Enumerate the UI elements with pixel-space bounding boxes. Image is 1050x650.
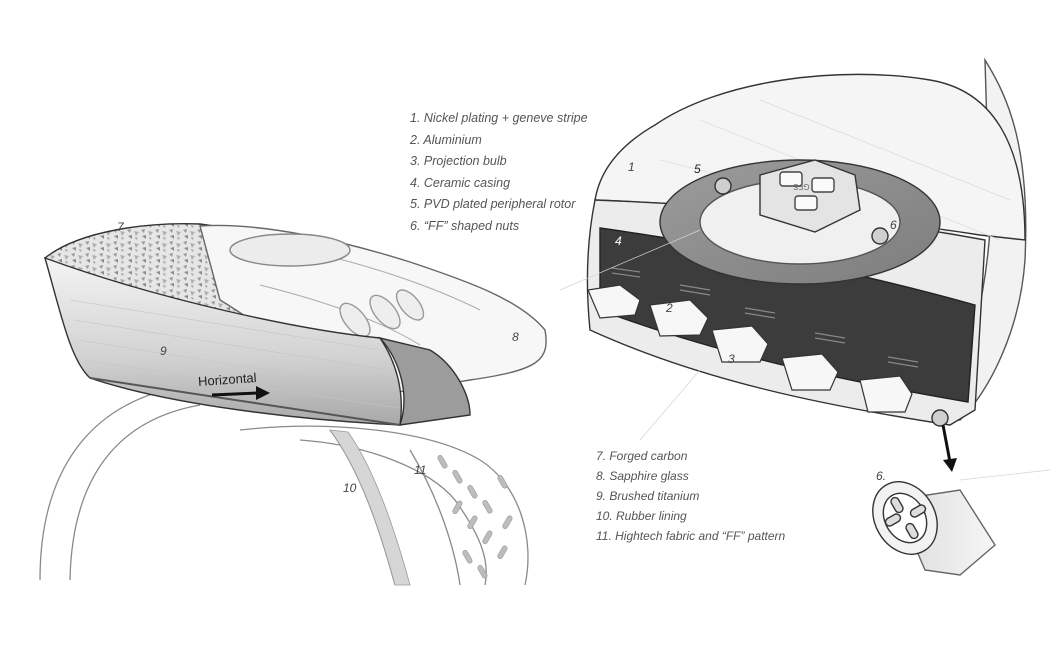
construction-lines bbox=[559, 229, 1050, 481]
legend-item: 9. Brushed titanium bbox=[596, 489, 700, 503]
ff-nut-detail bbox=[872, 481, 996, 576]
brushed-lines bbox=[69, 299, 399, 409]
callout-2: 2 bbox=[666, 301, 673, 315]
callout-5: 5 bbox=[694, 162, 701, 176]
callout-4: 4 bbox=[615, 234, 622, 248]
callout-3: 3 bbox=[728, 352, 735, 366]
rubber-lining bbox=[329, 429, 411, 586]
right-watch-head bbox=[586, 57, 1027, 427]
callout-6: 6 bbox=[890, 218, 897, 232]
lens-grilles bbox=[611, 267, 919, 368]
legend-item: 8. Sapphire glass bbox=[596, 469, 689, 483]
projector-lenses bbox=[587, 284, 913, 413]
legend-item: 5. PVD plated peripheral rotor bbox=[410, 197, 576, 211]
callout-10: 10 bbox=[343, 481, 357, 495]
legend-item: 10. Rubber lining bbox=[596, 509, 687, 523]
callout-7: 7 bbox=[117, 220, 124, 234]
legend-item: 6. “FF” shaped nuts bbox=[410, 218, 520, 233]
callout-11: 11 bbox=[414, 463, 427, 477]
callout-8: 8 bbox=[512, 330, 519, 344]
legend-item: 3. Projection bulb bbox=[410, 154, 507, 168]
left-watch-head bbox=[43, 223, 547, 426]
callout-1: 1 bbox=[628, 160, 635, 174]
materials-legend-bottom: 7. Forged carbon 8. Sapphire glass 9. Br… bbox=[596, 446, 785, 546]
pointer-arrow-icon bbox=[941, 424, 957, 472]
legend-item: 7. Forged carbon bbox=[596, 449, 688, 463]
device-logo: GFS bbox=[793, 182, 810, 191]
legend-item: 11. Hightech fabric and “FF” pattern bbox=[596, 529, 786, 543]
fabric-pattern bbox=[437, 455, 513, 579]
materials-legend-top: 1. Nickel plating + geneve stripe 2. Alu… bbox=[410, 108, 588, 237]
direction-arrow-icon bbox=[211, 386, 270, 400]
legend-item: 2. Aluminium bbox=[410, 132, 482, 147]
legend-item: 4. Ceramic casing bbox=[410, 175, 511, 190]
callout-9: 9 bbox=[160, 344, 167, 358]
legend-item: 1. Nickel plating + geneve stripe bbox=[410, 111, 588, 125]
callout-6-detail: 6. bbox=[876, 469, 887, 483]
rotor bbox=[659, 159, 941, 285]
